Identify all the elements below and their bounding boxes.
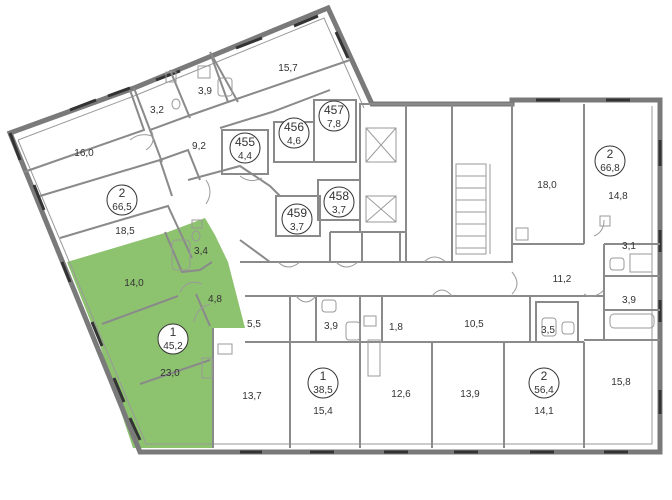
room-area-label: 10,5 [464, 319, 484, 330]
room-area-label: 3,5 [541, 325, 555, 336]
highlighted-apartment-area[interactable] [67, 218, 245, 448]
badge-total-area: 7,8 [327, 119, 341, 130]
room-area-label: 14,1 [534, 406, 554, 417]
room-area-label: 3,9 [324, 321, 338, 332]
badge-total-area: 3,7 [332, 205, 346, 216]
room-area-label: 15,7 [278, 63, 298, 74]
room-area-label: 3,9 [198, 86, 212, 97]
badge-rooms: 2 [119, 186, 126, 200]
door-swings [129, 127, 605, 323]
apartment-badges: 2 66,5 1 45,2 455 4,4 456 4,6 457 7,8 45… [106, 100, 626, 399]
room-area-label: 18,5 [115, 226, 135, 237]
badge-rooms: 459 [287, 206, 307, 220]
room-area-label: 15,8 [611, 377, 631, 388]
badge-rooms: 1 [320, 369, 327, 383]
room-area-label: 5,5 [247, 319, 261, 330]
room-area-label: 13,7 [242, 391, 262, 402]
apartment-badge-highlight-1[interactable]: 1 45,2 [157, 323, 189, 355]
badge-rooms: 2 [607, 147, 614, 161]
badge-total-area: 66,8 [600, 163, 620, 174]
badge-total-area: 66,5 [112, 202, 132, 213]
room-area-label: 1,8 [389, 322, 403, 333]
room-area-label: 16,0 [74, 148, 94, 159]
room-area-labels: 15,7 3,2 3,9 16,0 9,2 18,5 3,4 14,0 4,8 … [74, 63, 636, 417]
room-area-label: 14,0 [124, 278, 144, 289]
apartment-badge-bottom-1[interactable]: 1 38,5 [307, 367, 339, 399]
storage-badge-455[interactable]: 455 4,4 [229, 132, 261, 164]
badge-rooms: 457 [324, 103, 344, 117]
room-area-label: 3,4 [194, 246, 208, 257]
badge-rooms: 458 [329, 189, 349, 203]
windows [8, 14, 662, 454]
interior-walls [23, 51, 660, 448]
storage-badge-457[interactable]: 457 7,8 [318, 100, 350, 132]
room-area-label: 3,9 [622, 295, 636, 306]
badge-rooms: 2 [541, 369, 548, 383]
room-area-label: 23,0 [160, 368, 180, 379]
badge-rooms: 1 [170, 325, 177, 339]
room-area-label: 12,6 [391, 389, 411, 400]
badge-total-area: 45,2 [163, 341, 183, 352]
room-area-label: 3,1 [622, 241, 636, 252]
room-area-label: 13,9 [460, 389, 480, 400]
badge-total-area: 3,7 [290, 222, 304, 233]
room-area-label: 18,0 [537, 180, 557, 191]
badge-rooms: 456 [284, 120, 304, 134]
apartment-badge-right-2[interactable]: 2 66,8 [594, 145, 626, 177]
badge-total-area: 38,5 [313, 385, 333, 396]
room-area-label: 15,4 [313, 406, 333, 417]
room-area-label: 14,8 [608, 191, 628, 202]
badge-total-area: 4,6 [287, 136, 301, 147]
bathroom-fixtures [165, 65, 655, 379]
room-area-label: 4,8 [208, 294, 222, 305]
storage-badge-458[interactable]: 458 3,7 [323, 186, 355, 218]
apartment-badge-bottom-2[interactable]: 2 56,4 [528, 367, 560, 399]
room-area-label: 11,2 [553, 274, 572, 285]
badge-total-area: 4,4 [238, 151, 252, 162]
apartment-badge-left-2[interactable]: 2 66,5 [106, 184, 138, 216]
storage-badge-459[interactable]: 459 3,7 [281, 203, 313, 235]
storage-badge-456[interactable]: 456 4,6 [278, 117, 310, 149]
room-area-label: 9,2 [192, 141, 206, 152]
badge-total-area: 56,4 [534, 385, 554, 396]
badge-rooms: 455 [235, 135, 255, 149]
room-area-label: 3,2 [150, 105, 164, 116]
